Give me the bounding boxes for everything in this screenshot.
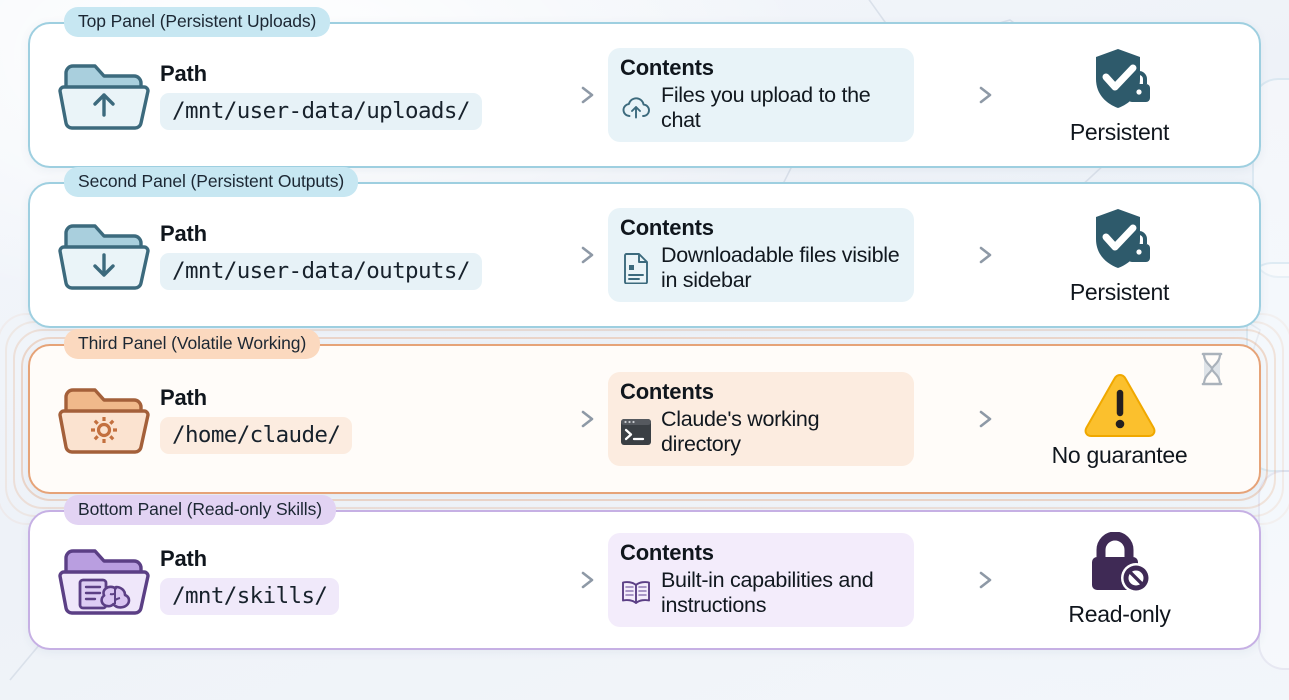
arrow-contents-to-status <box>914 569 1006 591</box>
folder-book-brain-icon <box>52 542 156 618</box>
panel-tag-working: Third Panel (Volatile Working) <box>64 329 321 359</box>
panel-uploads: Top Panel (Persistent Uploads) Path /mnt… <box>28 7 1261 168</box>
arrow-contents-to-status <box>914 84 1006 106</box>
folder-gear-icon <box>52 381 156 457</box>
arrow-contents-to-status <box>914 408 1006 430</box>
arrow-contents-to-status <box>914 244 1006 266</box>
arrow-path-to-contents <box>516 408 608 430</box>
contents-label: Contents <box>620 55 714 81</box>
status-label: Read-only <box>1068 601 1171 627</box>
path-label: Path <box>160 384 207 410</box>
hourglass-icon <box>1197 351 1227 387</box>
path-label: Path <box>160 545 207 571</box>
panel-outputs: Second Panel (Persistent Outputs) Path /… <box>28 167 1261 328</box>
document-icon <box>620 251 652 285</box>
status-label: Persistent <box>1069 119 1170 145</box>
status-label: Persistent <box>1069 279 1170 305</box>
contents-field-outputs: Contents Downloadable files visible in s… <box>608 208 914 302</box>
lock-blocked-icon <box>1084 532 1156 598</box>
path-value: /mnt/user-data/uploads/ <box>160 92 482 130</box>
status-outputs: Persistent <box>1006 204 1233 306</box>
contents-text: Files you upload to the chat <box>661 83 871 132</box>
contents-text: Downloadable files visible in sidebar <box>661 243 900 292</box>
folder-download-icon <box>52 217 156 293</box>
path-field-outputs: Path /mnt/user-data/outputs/ <box>156 221 516 290</box>
contents-text: Built-in capabilities and instructions <box>661 568 874 617</box>
contents-label: Contents <box>620 215 714 241</box>
arrow-path-to-contents <box>516 84 608 106</box>
status-label: No guarantee <box>1051 442 1188 468</box>
contents-label: Contents <box>620 379 714 405</box>
terminal-icon <box>620 415 652 449</box>
arrow-path-to-contents <box>516 244 608 266</box>
status-skills: Read-only <box>1006 532 1233 628</box>
path-value: /home/claude/ <box>160 416 353 454</box>
contents-label: Contents <box>620 540 714 566</box>
path-label: Path <box>160 60 207 86</box>
shield-check-lock-icon <box>1084 44 1156 116</box>
folder-upload-icon <box>52 57 156 133</box>
cloud-upload-icon <box>620 91 652 125</box>
path-field-working: Path /home/claude/ <box>156 385 516 454</box>
path-field-skills: Path /mnt/skills/ <box>156 546 516 615</box>
contents-text: Claude's working directory <box>661 407 820 456</box>
panel-skills: Bottom Panel (Read-only Skills) Path /mn… <box>28 495 1261 650</box>
path-field-uploads: Path /mnt/user-data/uploads/ <box>156 61 516 130</box>
open-book-icon <box>620 576 652 610</box>
arrow-path-to-contents <box>516 569 608 591</box>
status-uploads: Persistent <box>1006 44 1233 146</box>
panel-tag-uploads: Top Panel (Persistent Uploads) <box>64 7 331 37</box>
path-label: Path <box>160 220 207 246</box>
contents-field-working: Contents <box>608 372 914 466</box>
panel-working: Third Panel (Volatile Working) Path /hom… <box>0 313 1289 525</box>
contents-field-skills: Contents Built-in capabilities and instr… <box>608 533 914 627</box>
panel-tag-outputs: Second Panel (Persistent Outputs) <box>64 167 359 197</box>
warning-triangle-icon <box>1080 369 1160 439</box>
panel-tag-skills: Bottom Panel (Read-only Skills) <box>64 495 336 525</box>
path-value: /mnt/skills/ <box>160 577 340 615</box>
status-working: No guarantee <box>1006 352 1233 469</box>
contents-field-uploads: Contents Files you upload to the chat <box>608 48 914 142</box>
path-value: /mnt/user-data/outputs/ <box>160 252 482 290</box>
shield-check-lock-icon <box>1084 204 1156 276</box>
